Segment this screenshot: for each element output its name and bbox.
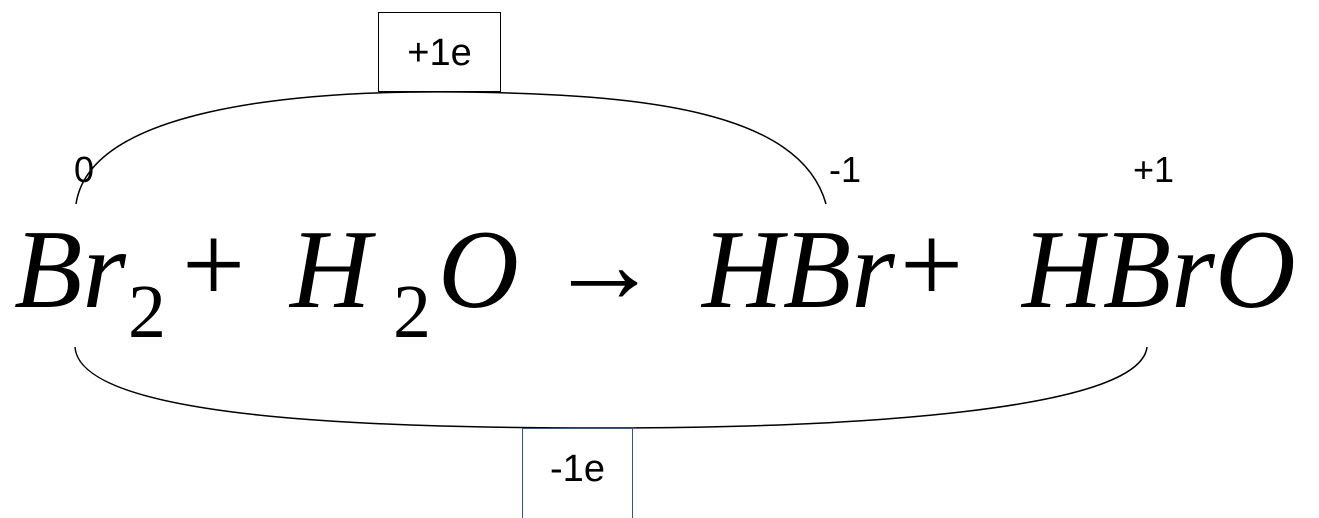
oxidation-state-hbro: +1 [1133,149,1175,190]
electron-loss-box: -1e [522,428,633,518]
oxidation-state-hbr: -1 [829,149,862,190]
loss-arc [74,346,1148,429]
reactant-h2o-subscript: 2 [393,270,431,354]
oxidation-state-br2: 0 [74,149,95,190]
electron-gain-box: +1e [378,12,501,92]
plus-sign-1: + [182,203,246,327]
product-hbro: HBrO [1022,208,1296,332]
reactant-br-subscript: 2 [128,270,166,354]
reactant-o: O [438,208,519,332]
reactant-br: Br [14,208,126,332]
reactant-h: H [290,208,371,332]
gain-arc [75,91,827,205]
reaction-arrow: → [548,203,660,327]
plus-sign-2: + [900,203,964,327]
product-hbr: HBr [702,208,895,332]
